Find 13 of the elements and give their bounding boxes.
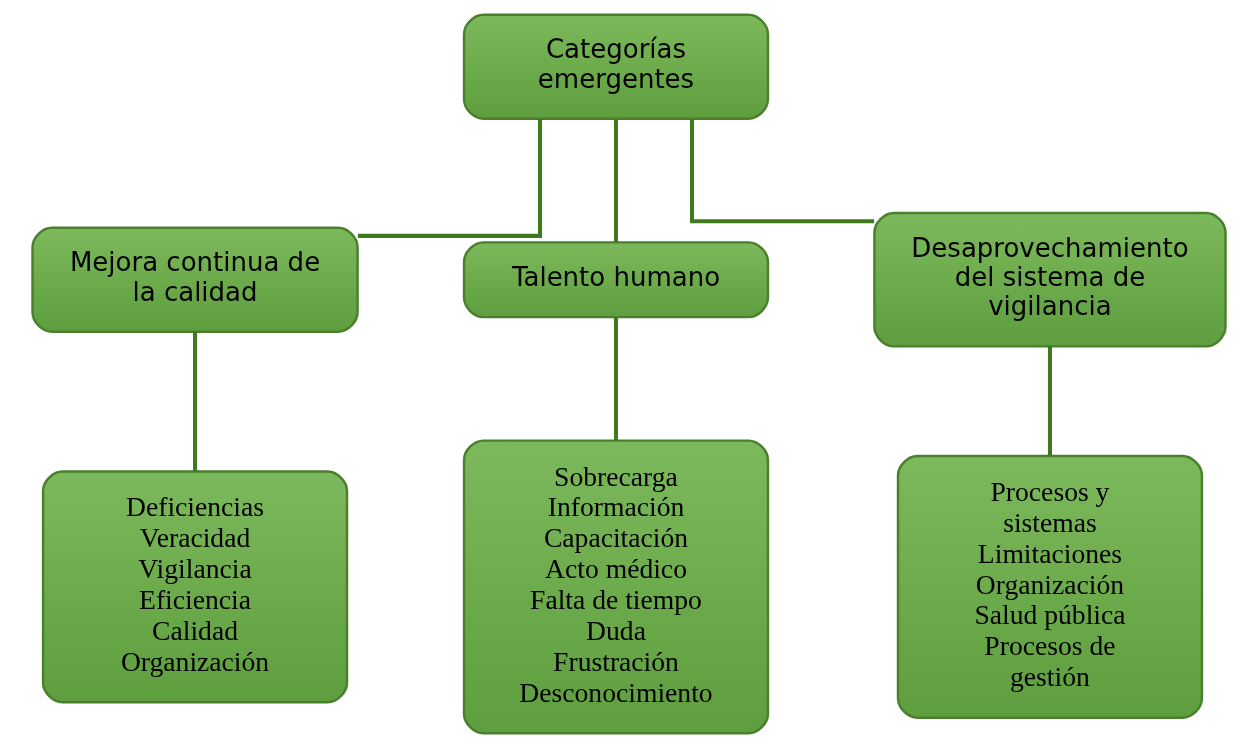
connector [613, 118, 619, 243]
node-box: Deficiencias Veracidad Vigilancia Eficiencia Calidad Organización [41, 470, 349, 704]
node-box: Desaprovechamiento del sistema de vigilancia [873, 211, 1227, 348]
node-box: Mejora continua de la calidad [31, 226, 359, 333]
connector [689, 119, 875, 224]
node-box: Categorías emergentes [462, 13, 770, 121]
node-box: Talento humano [462, 241, 770, 319]
connector [193, 331, 198, 472]
node-box: Procesos y sistemas Limitaciones Organización Salud pública Procesos de gestión [896, 454, 1204, 719]
node-box: Sobrecarga Información Capacitación Acto médico Falta de tiempo Duda Frustración Desconocimiento [462, 439, 770, 735]
connector [1047, 346, 1052, 456]
connector [613, 317, 619, 441]
connector [357, 118, 543, 238]
